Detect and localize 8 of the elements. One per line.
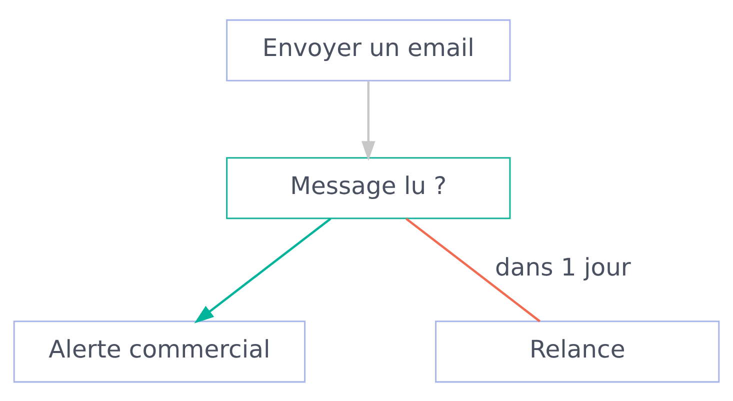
arrow xyxy=(194,217,332,323)
node-box: Envoyer un email xyxy=(226,18,511,81)
node-box: Relance xyxy=(435,320,720,382)
arrow xyxy=(362,80,376,160)
node-box: Message lu ? xyxy=(226,156,511,219)
node-box: Alerte commercial xyxy=(13,320,306,382)
edge-label: dans 1 jour xyxy=(495,253,631,282)
connector xyxy=(406,217,540,322)
